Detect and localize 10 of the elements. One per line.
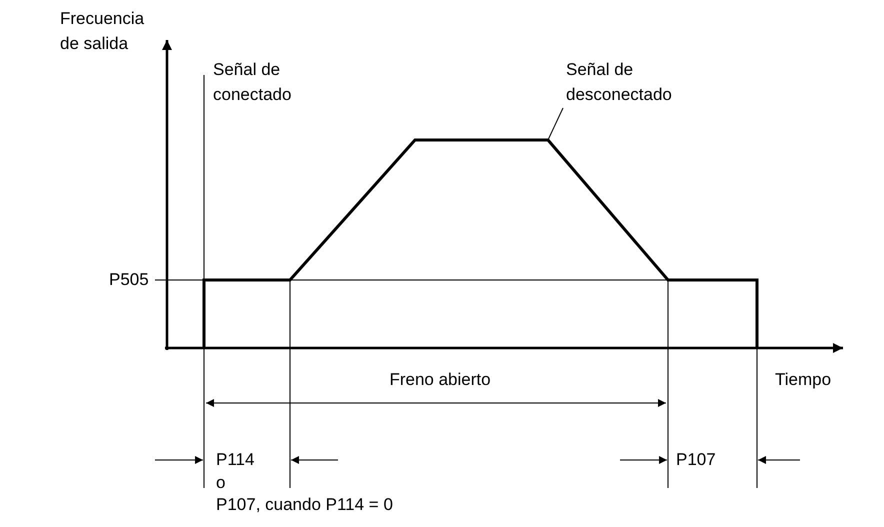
axis-title: Frecuencia de salida — [60, 8, 146, 55]
dimension-label: P114 — [216, 449, 254, 471]
level-label: P505 — [109, 269, 149, 291]
note-text: o — [216, 472, 226, 494]
axis-title: Tiempo — [775, 369, 832, 391]
event-label: Señal de conectado — [213, 59, 292, 106]
dimension-label: P107 — [676, 449, 716, 471]
event-label: Señal de desconectado — [566, 59, 673, 106]
dimension-label: Freno abierto — [388, 369, 492, 391]
note-text: P107, cuando P114 = 0 — [216, 494, 393, 516]
